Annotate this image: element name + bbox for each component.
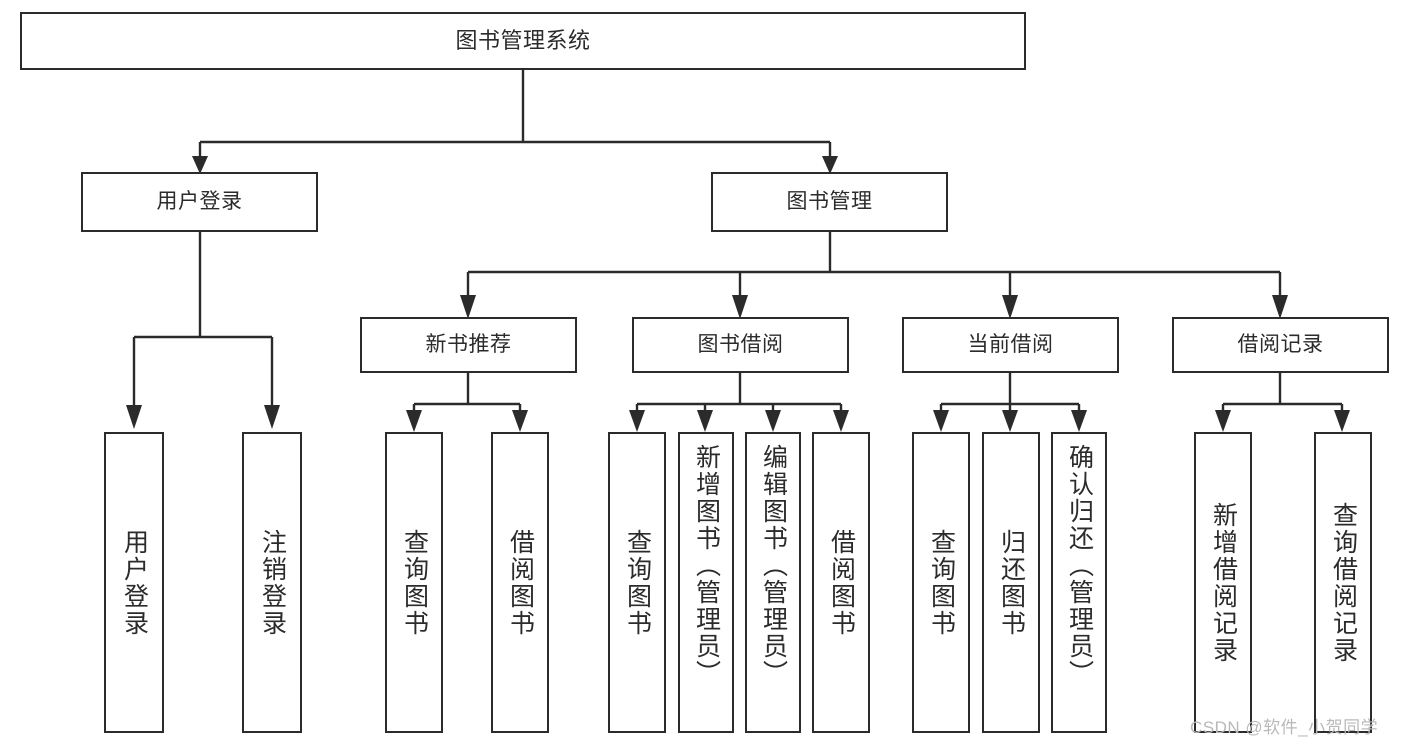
node-label: 用户登录 bbox=[156, 190, 243, 214]
leaf-borrow-book-borrow[interactable]: 借阅图书 bbox=[812, 432, 870, 733]
node-root-book-management-system[interactable]: 图书管理系统 bbox=[20, 12, 1026, 70]
node-user-login[interactable]: 用户登录 bbox=[81, 172, 318, 232]
node-label: 查询图书 bbox=[927, 528, 956, 637]
node-current-borrow[interactable]: 当前借阅 bbox=[902, 317, 1119, 373]
leaf-add-borrow-record[interactable]: 新增借阅记录 bbox=[1194, 432, 1252, 733]
leaf-query-book-current[interactable]: 查询图书 bbox=[912, 432, 970, 733]
node-label: 确认归还（管理员） bbox=[1065, 444, 1094, 687]
leaf-confirm-return-admin[interactable]: 确认归还（管理员） bbox=[1051, 432, 1107, 733]
node-label: 查询图书 bbox=[623, 528, 652, 637]
csdn-watermark: CSDN @软件_小贺同学 bbox=[1190, 718, 1379, 737]
leaf-query-book-borrow[interactable]: 查询图书 bbox=[608, 432, 666, 733]
leaf-add-book-admin[interactable]: 新增图书（管理员） bbox=[678, 432, 734, 733]
node-label: 新增借阅记录 bbox=[1209, 501, 1238, 664]
node-label: 用户登录 bbox=[120, 528, 149, 637]
leaf-return-book[interactable]: 归还图书 bbox=[982, 432, 1040, 733]
node-new-book-recommend[interactable]: 新书推荐 bbox=[360, 317, 577, 373]
node-label: 新书推荐 bbox=[425, 333, 512, 357]
node-label: 图书借阅 bbox=[697, 333, 784, 357]
node-label: 图书管理 bbox=[786, 190, 873, 214]
leaf-borrow-book-recommend[interactable]: 借阅图书 bbox=[491, 432, 549, 733]
node-label: 借阅图书 bbox=[827, 528, 856, 637]
node-label: 查询借阅记录 bbox=[1329, 501, 1358, 664]
node-label: 编辑图书（管理员） bbox=[759, 444, 788, 687]
node-label: 归还图书 bbox=[997, 528, 1026, 637]
node-label: 借阅图书 bbox=[506, 528, 535, 637]
node-label: 查询图书 bbox=[400, 528, 429, 637]
leaf-edit-book-admin[interactable]: 编辑图书（管理员） bbox=[745, 432, 801, 733]
node-label: 借阅记录 bbox=[1237, 333, 1324, 357]
node-label: 新增图书（管理员） bbox=[692, 444, 721, 687]
leaf-user-logout[interactable]: 注销登录 bbox=[242, 432, 302, 733]
leaf-user-login[interactable]: 用户登录 bbox=[104, 432, 164, 733]
node-book-borrow[interactable]: 图书借阅 bbox=[632, 317, 849, 373]
leaf-query-book-recommend[interactable]: 查询图书 bbox=[385, 432, 443, 733]
node-book-management[interactable]: 图书管理 bbox=[711, 172, 948, 232]
node-label: 图书管理系统 bbox=[455, 27, 591, 53]
node-label: 注销登录 bbox=[258, 528, 287, 637]
leaf-query-borrow-record[interactable]: 查询借阅记录 bbox=[1314, 432, 1372, 733]
node-borrow-record[interactable]: 借阅记录 bbox=[1172, 317, 1389, 373]
node-label: 当前借阅 bbox=[967, 333, 1054, 357]
